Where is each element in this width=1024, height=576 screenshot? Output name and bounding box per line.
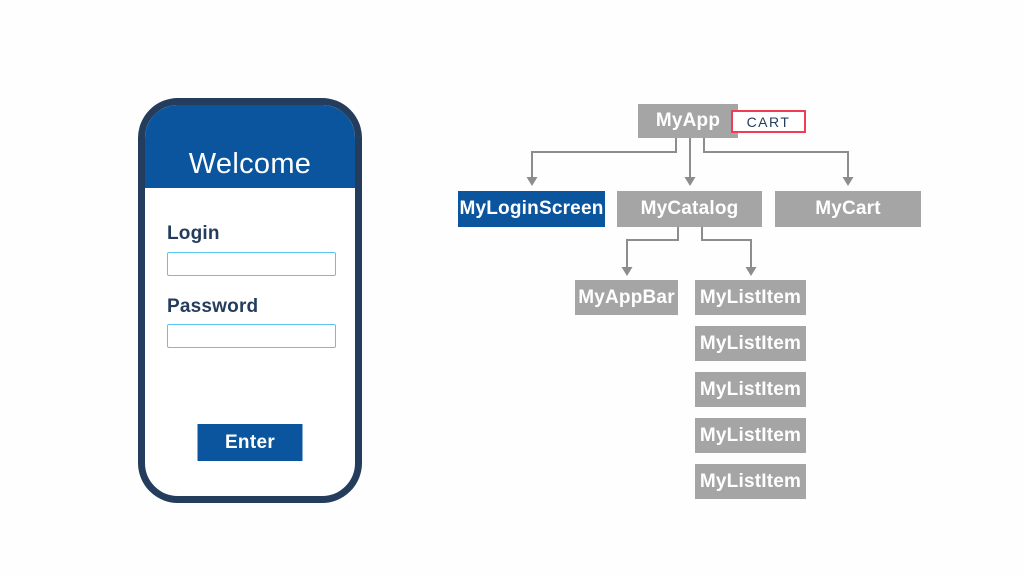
password-label: Password (167, 296, 259, 317)
login-input[interactable] (167, 252, 336, 276)
arrowhead-catalog (684, 177, 696, 186)
arrowhead-listitem (745, 267, 757, 276)
login-label: Login (167, 223, 220, 244)
connector-line-myapp-loginscreen (531, 138, 677, 178)
connector-line-catalog-appbar (626, 227, 679, 268)
diagram-node-myloginscreen: MyLoginScreen (458, 191, 605, 227)
arrowhead-mycart (842, 177, 854, 186)
diagram-node-mylistitem-4: MyListItem (695, 418, 806, 453)
welcome-title: Welcome (188, 148, 312, 180)
diagram-node-mylistitem-2: MyListItem (695, 326, 806, 361)
arrowhead-appbar (621, 267, 633, 276)
diagram-node-mylistitem-5: MyListItem (695, 464, 806, 499)
cart-badge: CART (731, 110, 806, 133)
diagram-node-myappbar: MyAppBar (575, 280, 678, 315)
arrowhead-loginscreen (526, 177, 538, 186)
diagram-node-mylistitem-1: MyListItem (695, 280, 806, 315)
password-input[interactable] (167, 324, 336, 348)
connector-line-catalog-listitem (701, 227, 752, 268)
diagram-node-mylistitem-3: MyListItem (695, 372, 806, 407)
connector-line-myapp-mycart (703, 138, 849, 178)
phone-mockup: Welcome Login Password Enter (138, 98, 362, 503)
diagram-node-mycatalog: MyCatalog (617, 191, 762, 227)
diagram-node-mycart: MyCart (775, 191, 921, 227)
enter-button[interactable]: Enter (197, 424, 303, 461)
diagram-node-myapp: MyApp (638, 104, 738, 138)
phone-header: Welcome (145, 105, 355, 188)
